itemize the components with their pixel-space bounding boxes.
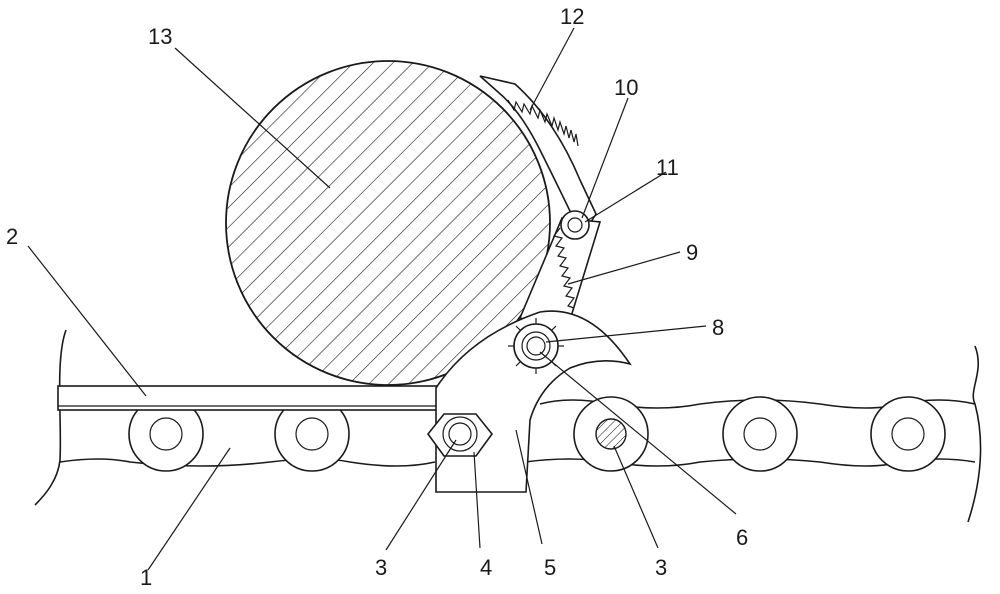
arm-teeth bbox=[552, 227, 576, 309]
part-labels: 1 2 3 4 5 3 6 8 9 10 11 12 13 bbox=[6, 4, 748, 590]
label-9: 9 bbox=[686, 240, 698, 265]
label-11: 11 bbox=[656, 155, 679, 180]
label-4: 4 bbox=[480, 555, 492, 580]
leader-lines bbox=[27, 27, 737, 571]
label-12: 12 bbox=[560, 4, 584, 29]
label-13: 13 bbox=[148, 24, 172, 49]
label-3-left: 3 bbox=[375, 555, 387, 580]
pin-3 bbox=[595, 418, 627, 450]
pivot-10-11 bbox=[560, 210, 590, 240]
roll-13 bbox=[225, 60, 551, 386]
housing-5 bbox=[435, 310, 632, 493]
label-6: 6 bbox=[736, 525, 748, 550]
label-8: 8 bbox=[712, 315, 724, 340]
nut-4 bbox=[426, 413, 494, 457]
label-2: 2 bbox=[6, 224, 18, 249]
label-5: 5 bbox=[544, 555, 556, 580]
label-3-right: 3 bbox=[655, 555, 667, 580]
claw-teeth bbox=[507, 99, 579, 147]
label-1: 1 bbox=[140, 565, 152, 590]
label-10: 10 bbox=[614, 75, 638, 100]
rail-bar bbox=[57, 385, 439, 411]
